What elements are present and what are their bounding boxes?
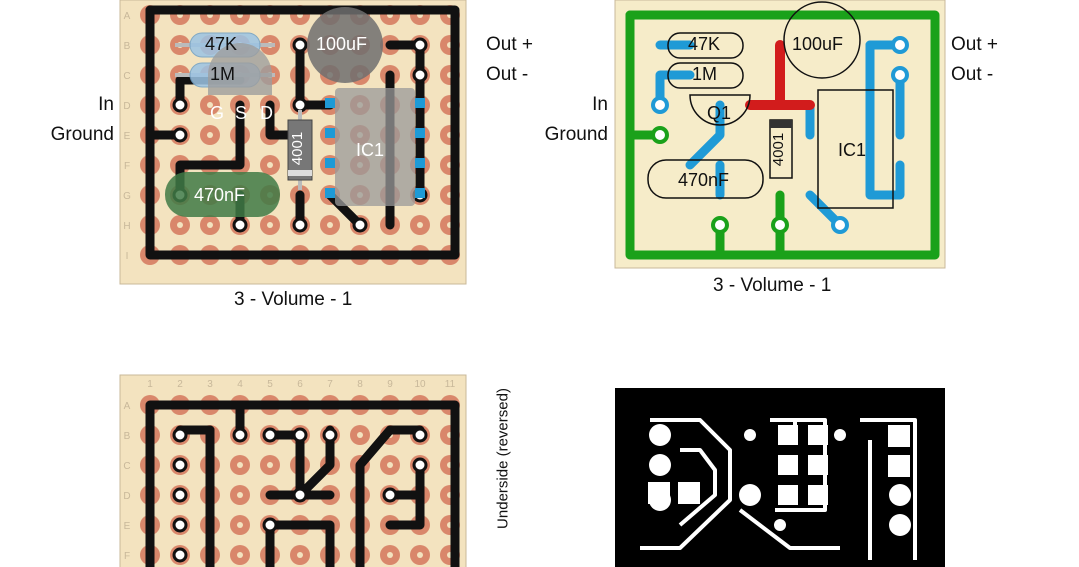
grid-marker: H xyxy=(123,221,130,232)
ic-label: IC1 xyxy=(838,140,867,160)
grid-marker: 6 xyxy=(297,379,303,390)
electrolytic-capacitor xyxy=(307,7,383,83)
jfet-pin-s: S xyxy=(235,103,248,123)
jfet-pin-g: G xyxy=(210,103,225,123)
output-minus-label: Out - xyxy=(486,64,529,85)
grid-marker: B xyxy=(124,41,131,52)
ic-body xyxy=(335,88,415,206)
trace-pads xyxy=(172,427,428,563)
grid-marker: 9 xyxy=(387,379,393,390)
blue-traces xyxy=(655,40,905,230)
grid-marker: I xyxy=(126,251,129,262)
diode xyxy=(287,110,313,190)
film-capacitor xyxy=(165,172,280,217)
ic-label: IC1 xyxy=(356,140,385,160)
pcb-artwork xyxy=(615,388,945,567)
grid-marker: D xyxy=(123,101,130,112)
stripboard-top-left: A B C D E F G H I xyxy=(119,0,467,285)
grid-marker: G xyxy=(123,191,131,202)
ground-label: Ground xyxy=(50,124,114,145)
input-label: In xyxy=(592,94,608,115)
pad-hole xyxy=(207,132,213,138)
pad-hole xyxy=(207,102,213,108)
pad-hole xyxy=(267,222,273,228)
electrolytic-cap-label: 100uF xyxy=(316,34,368,54)
diode-label: 4001 xyxy=(289,131,307,166)
pad-hole xyxy=(237,462,243,468)
film-cap-label: 470nF xyxy=(194,185,246,205)
grid-marker: F xyxy=(124,161,130,172)
red-traces xyxy=(745,40,815,110)
grid-marker: D xyxy=(123,491,130,502)
grid-marker: A xyxy=(124,401,131,412)
grid-marker: E xyxy=(124,131,131,142)
pad-hole xyxy=(177,222,183,228)
pad-hole xyxy=(237,522,243,528)
row-letters: A B C D E F xyxy=(123,401,130,562)
pad-hole xyxy=(357,432,363,438)
pot-wiring-label: 3 - Volume - 1 xyxy=(713,275,832,296)
diode xyxy=(769,119,793,179)
pad-hole xyxy=(327,222,333,228)
jfet-pin-d: D xyxy=(260,103,273,123)
ic-pins xyxy=(325,98,425,198)
resistor-1m-label: 1M xyxy=(210,64,236,84)
pad-hole xyxy=(237,552,243,558)
jfet-body xyxy=(208,43,272,95)
ground-label: Ground xyxy=(544,124,608,145)
pad-hole xyxy=(267,162,273,168)
resistor-47k-label: 47K xyxy=(205,34,238,54)
grid-marker: 7 xyxy=(327,379,333,390)
board-top-right xyxy=(614,0,946,269)
pad-hole xyxy=(297,552,303,558)
pad-hole xyxy=(387,462,393,468)
pad-hole xyxy=(387,552,393,558)
pcb-pads xyxy=(648,424,911,536)
pad-hole xyxy=(237,492,243,498)
trace-pads xyxy=(172,37,428,233)
component-outlines xyxy=(647,1,894,209)
grid-marker: E xyxy=(124,521,131,532)
grid-marker: 2 xyxy=(177,379,183,390)
grid-marker: 10 xyxy=(414,379,426,390)
grid-marker: A xyxy=(124,11,131,22)
row-letters: A B C D E F G H I xyxy=(123,11,131,262)
column-numbers: 1 2 3 4 5 6 7 8 9 10 11 xyxy=(147,379,455,390)
resistor-47k-label: 47K xyxy=(688,34,721,54)
pot-wiring-label: 3 - Volume - 1 xyxy=(234,289,353,310)
resistor-1m-label: 1M xyxy=(692,64,718,84)
underside-label: Underside (reversed) xyxy=(494,388,512,529)
pad-hole xyxy=(417,222,423,228)
input-label: In xyxy=(98,94,114,115)
transistor-label: Q1 xyxy=(707,103,732,123)
grid-marker: C xyxy=(123,71,130,82)
output-plus-label: Out + xyxy=(486,34,533,55)
grid-marker: 4 xyxy=(237,379,243,390)
grid-marker: 8 xyxy=(357,379,363,390)
film-cap-label: 470nF xyxy=(678,170,730,190)
pads xyxy=(651,36,909,234)
grid-marker: 1 xyxy=(147,379,153,390)
grid-marker: B xyxy=(124,431,131,442)
pad-hole xyxy=(417,552,423,558)
grid-marker: C xyxy=(123,461,130,472)
electrolytic-cap-label: 100uF xyxy=(792,34,844,54)
grid-marker: F xyxy=(124,551,130,562)
output-plus-label: Out + xyxy=(951,34,998,55)
pad-hole xyxy=(267,462,273,468)
pcb-outlines xyxy=(640,418,917,560)
grid-marker: 5 xyxy=(267,379,273,390)
output-minus-label: Out - xyxy=(951,64,994,85)
pad-hole xyxy=(207,222,213,228)
grid-marker: 11 xyxy=(445,379,456,390)
diode-label: 4001 xyxy=(770,132,788,167)
stripboard-underside: 1 2 3 4 5 6 7 8 9 10 11 A B C D E F xyxy=(119,374,467,567)
grid-marker: 3 xyxy=(207,379,213,390)
